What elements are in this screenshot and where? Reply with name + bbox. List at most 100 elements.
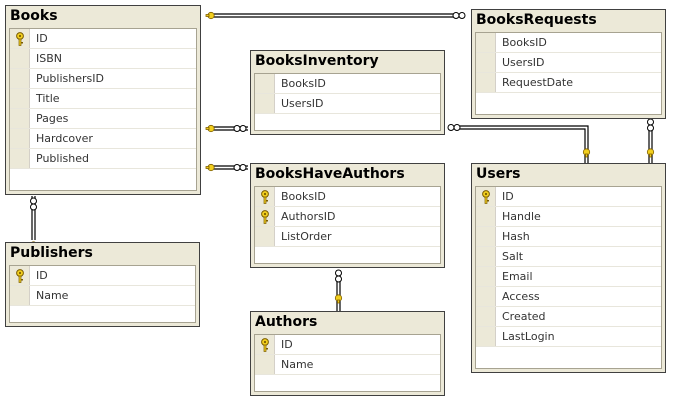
table-publishers[interactable]: Publishers ID Name <box>5 242 200 327</box>
primary-key-icon <box>261 210 269 224</box>
row-selector[interactable] <box>10 109 30 128</box>
column-row[interactable]: UsersID <box>476 53 661 73</box>
column-grid: BooksID AuthorsID ListOrder <box>254 186 441 264</box>
primary-key-icon <box>261 190 269 204</box>
infinity-marker <box>30 197 37 211</box>
row-selector[interactable] <box>10 129 30 148</box>
column-name: ListOrder <box>281 230 332 243</box>
column-name: ID <box>502 190 514 203</box>
table-booksinventory[interactable]: BooksInventory BooksID UsersID <box>250 50 445 135</box>
column-row[interactable]: Handle <box>476 207 661 227</box>
table-title: Publishers <box>10 245 93 261</box>
row-selector[interactable] <box>255 187 275 206</box>
column-name: UsersID <box>281 97 324 110</box>
column-grid: BooksID UsersID RequestDate <box>475 32 662 115</box>
column-row[interactable]: ID <box>10 29 196 49</box>
column-name: ID <box>36 32 48 45</box>
column-row[interactable]: Created <box>476 307 661 327</box>
column-row[interactable]: ISBN <box>10 49 196 69</box>
row-selector[interactable] <box>255 94 275 113</box>
infinity-marker <box>233 164 247 171</box>
table-title: Users <box>476 166 521 182</box>
column-row[interactable]: AuthorsID <box>255 207 440 227</box>
column-row[interactable]: ID <box>255 335 440 355</box>
column-row[interactable]: RequestDate <box>476 73 661 93</box>
column-grid: ID Name <box>9 265 196 323</box>
row-selector[interactable] <box>476 327 496 346</box>
column-row[interactable]: Hash <box>476 227 661 247</box>
table-title: Authors <box>255 314 318 330</box>
column-row[interactable]: Name <box>10 286 195 306</box>
row-selector[interactable] <box>10 69 30 88</box>
row-selector[interactable] <box>255 227 275 246</box>
column-name: Salt <box>502 250 524 263</box>
column-name: UsersID <box>502 56 545 69</box>
row-selector[interactable] <box>255 74 275 93</box>
table-bookshaveauthors[interactable]: BooksHaveAuthors BooksID AuthorsID ListOrd… <box>250 163 445 268</box>
column-row[interactable]: Email <box>476 267 661 287</box>
row-selector[interactable] <box>476 33 496 52</box>
row-selector[interactable] <box>10 149 30 168</box>
row-selector[interactable] <box>476 287 496 306</box>
column-row[interactable]: UsersID <box>255 94 440 114</box>
row-selector[interactable] <box>10 286 30 305</box>
column-row[interactable]: ListOrder <box>255 227 440 247</box>
primary-key-icon <box>261 338 269 352</box>
column-row[interactable]: PublishersID <box>10 69 196 89</box>
column-name: Name <box>281 358 314 371</box>
key-end-marker <box>205 163 215 172</box>
row-selector[interactable] <box>476 227 496 246</box>
column-row[interactable]: BooksID <box>476 33 661 53</box>
column-row[interactable]: LastLogin <box>476 327 661 347</box>
column-name: Access <box>502 290 540 303</box>
row-selector[interactable] <box>10 49 30 68</box>
row-selector[interactable] <box>476 307 496 326</box>
column-name: ID <box>36 269 48 282</box>
row-selector[interactable] <box>476 267 496 286</box>
row-selector[interactable] <box>476 207 496 226</box>
primary-key-icon <box>482 190 490 204</box>
column-row[interactable]: ID <box>10 266 195 286</box>
row-selector[interactable] <box>10 89 30 108</box>
infinity-marker <box>452 12 466 19</box>
row-selector[interactable] <box>10 266 30 285</box>
table-title: BooksHaveAuthors <box>255 166 405 182</box>
column-row[interactable]: BooksID <box>255 187 440 207</box>
column-row[interactable]: Title <box>10 89 196 109</box>
column-name: Published <box>36 152 89 165</box>
row-selector[interactable] <box>476 73 496 92</box>
column-name: Handle <box>502 210 541 223</box>
row-selector[interactable] <box>476 53 496 72</box>
primary-key-icon <box>16 32 24 46</box>
column-row[interactable]: Published <box>10 149 196 169</box>
column-name: Title <box>36 92 60 105</box>
column-grid: ID Name <box>254 334 441 392</box>
column-name: Hash <box>502 230 530 243</box>
column-row[interactable]: Access <box>476 287 661 307</box>
column-row[interactable]: Name <box>255 355 440 375</box>
column-row[interactable]: Pages <box>10 109 196 129</box>
column-row[interactable]: Salt <box>476 247 661 267</box>
column-name: Email <box>502 270 533 283</box>
row-selector[interactable] <box>476 187 496 206</box>
column-name: Created <box>502 310 546 323</box>
column-name: LastLogin <box>502 330 555 343</box>
row-selector[interactable] <box>10 29 30 48</box>
key-end-marker <box>646 148 655 158</box>
column-name: BooksID <box>281 77 326 90</box>
table-authors[interactable]: Authors ID Name <box>250 311 445 396</box>
column-row[interactable]: BooksID <box>255 74 440 94</box>
column-name: Name <box>36 289 69 302</box>
table-title: BooksInventory <box>255 53 379 69</box>
row-selector[interactable] <box>255 335 275 354</box>
row-selector[interactable] <box>476 247 496 266</box>
column-name: BooksID <box>281 190 326 203</box>
row-selector[interactable] <box>255 355 275 374</box>
row-selector[interactable] <box>255 207 275 226</box>
column-row[interactable]: ID <box>476 187 661 207</box>
column-row[interactable]: Hardcover <box>10 129 196 149</box>
